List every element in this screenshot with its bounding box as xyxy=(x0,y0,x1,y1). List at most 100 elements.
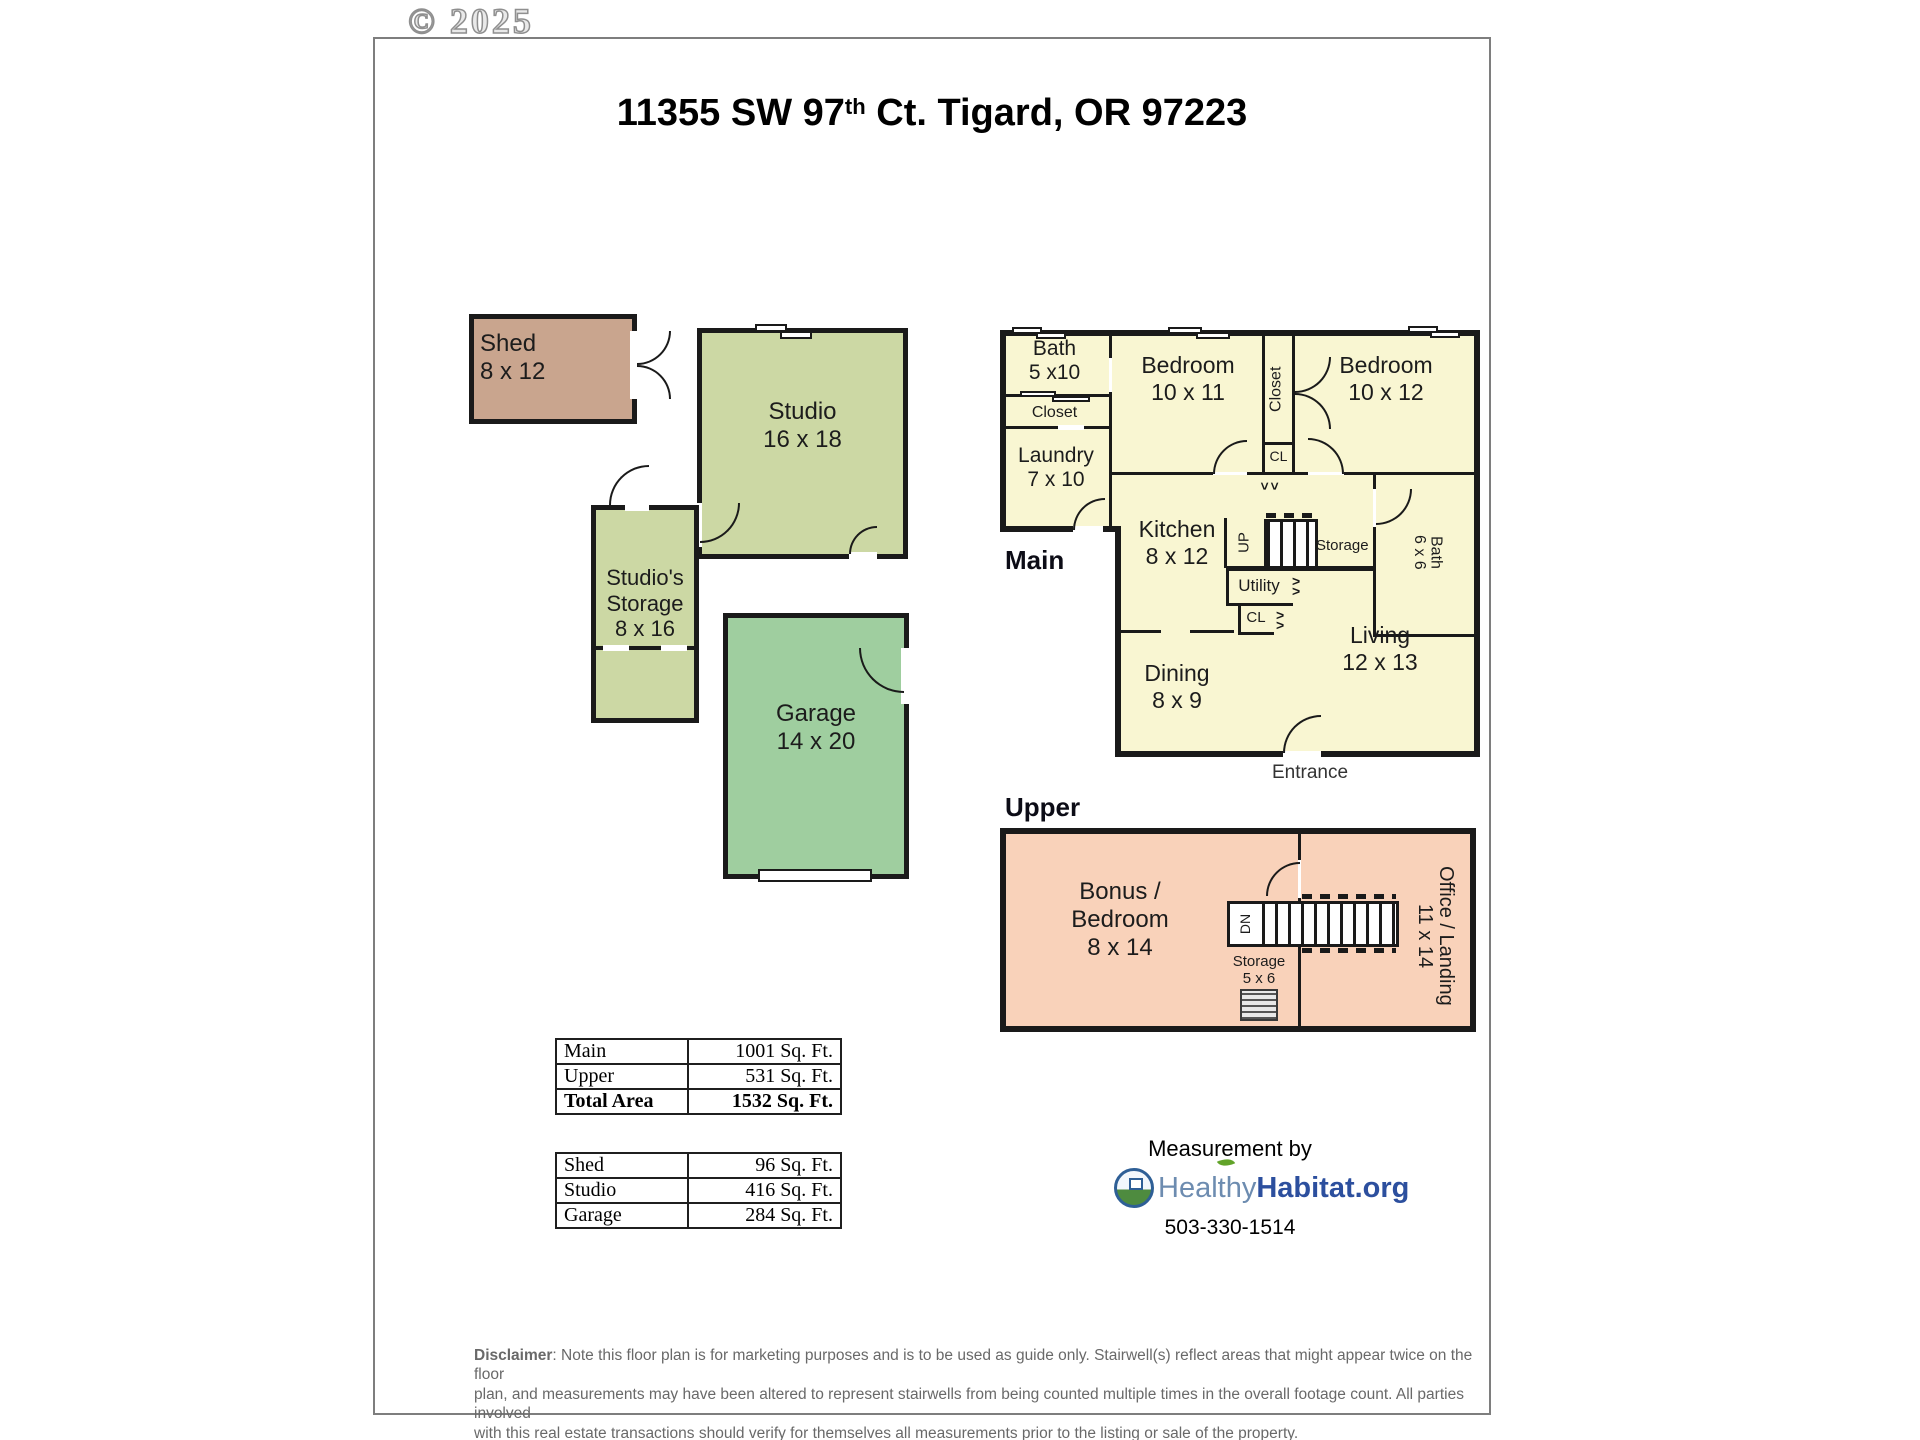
wall xyxy=(594,646,696,650)
wall xyxy=(1262,332,1265,475)
storage-door-opening xyxy=(625,503,649,511)
logo-habitat-text: Habitat xyxy=(1256,1172,1355,1204)
window xyxy=(1430,331,1460,338)
wall xyxy=(1109,332,1112,528)
window xyxy=(1408,326,1438,333)
stair-ticks xyxy=(1266,513,1318,518)
wall xyxy=(1117,630,1161,633)
cl1-label: CL xyxy=(1269,448,1288,464)
measurement-caption: Measurement by xyxy=(1148,1136,1312,1161)
upper-storage-label: Storage 5 x 6 xyxy=(1232,953,1286,988)
closet-shelf xyxy=(1020,391,1056,397)
staircase-down xyxy=(1262,904,1396,944)
stair-ticks xyxy=(1302,948,1396,953)
bonus-bedroom-label: Bonus / Bedroom 8 x 14 xyxy=(1071,878,1169,961)
wall-opening xyxy=(661,645,687,651)
page-border-frame xyxy=(373,37,1491,1415)
page-title: 11355 SW 97th Ct. Tigard, OR 97223 xyxy=(616,92,1248,134)
disclaimer: Disclaimer: Note this floor plan is for … xyxy=(474,1347,1473,1440)
door-opening xyxy=(1109,358,1112,392)
disclaimer-label: Disclaimer xyxy=(474,1347,553,1364)
bedroom2-label: Bedroom 10 x 12 xyxy=(1339,352,1433,405)
bath-door-opening xyxy=(1373,489,1376,527)
closet-label: Closet xyxy=(1031,404,1078,421)
wall xyxy=(1262,472,1295,475)
bifold-door-icon: >> xyxy=(1257,481,1284,491)
copyright-watermark: © 2025 xyxy=(407,0,534,42)
window xyxy=(1196,332,1230,339)
healthy-habitat-logo-icon xyxy=(1114,1168,1154,1208)
garage-door xyxy=(758,869,872,882)
studio-door-opening xyxy=(849,552,877,560)
wall xyxy=(1002,394,1112,397)
studio-label: Studio 16 x 18 xyxy=(763,398,842,453)
bath2-label: Bath 6 x 6 xyxy=(1410,534,1445,570)
up-label: UP xyxy=(1235,532,1253,553)
wall xyxy=(1373,472,1376,637)
wall xyxy=(1226,566,1376,571)
wall xyxy=(1226,566,1229,606)
stair-ticks xyxy=(1302,894,1396,899)
wall xyxy=(1292,332,1295,475)
shed-door-opening xyxy=(630,331,638,399)
bath-label: Bath 5 x10 xyxy=(1028,337,1081,385)
kitchen-label: Kitchen 8 x 12 xyxy=(1138,516,1216,569)
wall xyxy=(1295,472,1476,475)
closet-shelf xyxy=(1052,396,1090,402)
entrance-label: Entrance xyxy=(1271,762,1349,783)
utility-label: Utility xyxy=(1238,576,1280,595)
closet2-label: Closet xyxy=(1267,366,1285,412)
main-storage-label: Storage xyxy=(1316,537,1369,554)
storage-hatch xyxy=(1240,989,1278,1021)
bifold-door-icon: >> xyxy=(1276,607,1285,634)
window xyxy=(1168,327,1202,334)
garage-label: Garage 14 x 20 xyxy=(775,700,857,755)
logo-org-text: .org xyxy=(1354,1172,1410,1204)
wall xyxy=(1002,426,1112,429)
wall xyxy=(1224,518,1227,568)
studio-storage-room xyxy=(591,505,699,723)
studio-storage-label: Studio's Storage 8 x 16 xyxy=(606,565,684,642)
title-superscript: th xyxy=(844,93,866,119)
wall xyxy=(1474,330,1480,757)
wall-opening xyxy=(603,645,629,651)
living-label: Living 12 x 13 xyxy=(1342,622,1418,675)
dining-label: Dining 8 x 9 xyxy=(1144,660,1210,713)
shed-label: Shed 8 x 12 xyxy=(480,330,546,385)
garage-entry-opening xyxy=(901,648,909,704)
logo-healthy-text: Healthy xyxy=(1158,1172,1257,1204)
logo-wordmark: HealthyHabitat.org xyxy=(1158,1172,1409,1205)
wall xyxy=(1000,526,1121,532)
entrance-opening xyxy=(1283,751,1321,757)
laundry-label: Laundry 7 x 10 xyxy=(1018,444,1094,492)
office-landing-label: Office / Landing 11 x 14 xyxy=(1414,866,1457,1006)
wall xyxy=(1238,603,1241,635)
wall xyxy=(1226,603,1293,606)
wall xyxy=(1000,330,1006,532)
dn-label: DN xyxy=(1237,913,1253,935)
staircase-up xyxy=(1264,519,1318,569)
phone-number: 503-330-1514 xyxy=(1164,1216,1296,1239)
window xyxy=(755,324,787,332)
bifold-door-icon: >> xyxy=(1292,573,1301,600)
bedroom1-label: Bedroom 10 x 11 xyxy=(1141,352,1235,405)
upper-floor-title: Upper xyxy=(1005,792,1081,822)
wall xyxy=(1000,330,1478,336)
wall xyxy=(1373,634,1476,637)
wall xyxy=(1115,526,1121,757)
wall-opening xyxy=(1058,425,1084,430)
logo-house-icon xyxy=(1129,1178,1143,1190)
shed-room xyxy=(469,314,637,424)
wall xyxy=(1190,630,1234,633)
window xyxy=(1036,332,1066,339)
wall xyxy=(1112,472,1265,475)
window xyxy=(780,331,812,339)
